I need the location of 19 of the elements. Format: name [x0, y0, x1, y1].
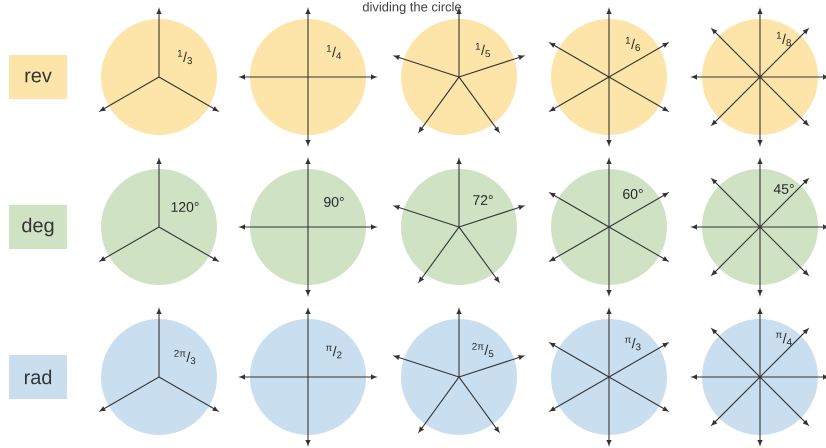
- row-label-box: deg: [9, 205, 67, 249]
- angle-label: $^{1}$/$_{8}$: [776, 32, 791, 46]
- angle-label: 60°: [623, 189, 643, 199]
- angle-label: 120°: [172, 202, 199, 212]
- angle-label: $^{π}$/$_{3}$: [624, 338, 641, 350]
- row-label-box: rad: [9, 355, 67, 399]
- angle-label: $^{2π}$/$_{5}$: [472, 342, 494, 358]
- angle-label: 90°: [324, 197, 344, 207]
- angle-label: $^{1}$/$_{3}$: [178, 50, 192, 64]
- angle-label: $^{1}$/$_{6}$: [626, 36, 640, 52]
- angle-label: 45°: [774, 184, 794, 194]
- title: dividing the circle: [362, 2, 462, 14]
- angle-label: $^{2π}$/$_{3}$: [174, 350, 196, 364]
- angle-label: $^{π}$/$_{2}$: [326, 346, 342, 358]
- angle-label: $^{1}$/$_{5}$: [476, 42, 490, 58]
- angle-label: $^{1}$/$_{4}$: [326, 44, 342, 60]
- row-label-box: rev: [9, 55, 67, 99]
- angle-label: 72°: [473, 195, 493, 205]
- angle-label: $^{π}$/$_{4}$: [776, 332, 792, 346]
